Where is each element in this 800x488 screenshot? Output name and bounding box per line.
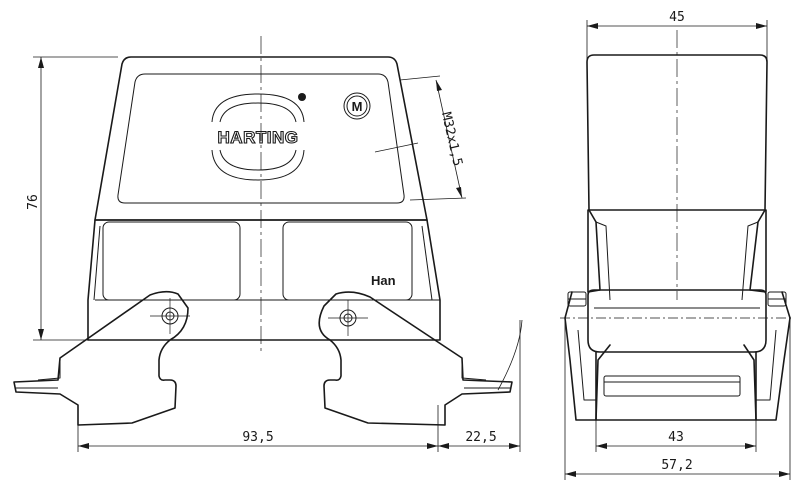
logo-lower-arc [211, 149, 305, 181]
left-lever [13, 290, 189, 426]
side-total-width-dim: 57,2 [661, 458, 692, 473]
type-mark: Han [371, 273, 396, 288]
housing-inner-line-right [421, 225, 433, 301]
logo-upper-arc [211, 93, 305, 123]
brand-text: HARTING [218, 128, 299, 147]
side-taper-inner-l [595, 221, 611, 301]
right-lever-inner [461, 358, 487, 381]
logo-lower-arc-inner [219, 149, 297, 171]
left-window [102, 221, 241, 301]
harting-logo: HARTING [211, 93, 306, 181]
side-top-width-dim: 45 [669, 10, 685, 25]
lever-extension-dim: 22,5 [465, 430, 496, 445]
thread-mark-text: M [352, 99, 363, 114]
side-lever-right [743, 291, 791, 421]
side-taper-inner-r [741, 221, 759, 301]
housing-inner-line [93, 225, 101, 301]
right-lever [318, 291, 513, 426]
side-flange [595, 351, 757, 421]
thread-dim: M32x1,5 [438, 111, 465, 168]
logo-upper-arc-inner [219, 102, 297, 123]
thread-dim-line [435, 79, 463, 199]
front-view: HARTING M Han [13, 36, 523, 426]
hood-outline [94, 56, 428, 221]
side-slot [603, 375, 741, 397]
side-lever-inner-l [577, 329, 596, 401]
logo-dot [298, 93, 306, 101]
side-dimensions: 45 43 57,2 [564, 10, 791, 480]
hood-inner-panel [117, 73, 405, 204]
lever-swing-arc [497, 319, 523, 391]
housing-body [87, 219, 441, 341]
front-dimensions: 76 M32x1,5 93,5 22,5 [26, 56, 521, 452]
width-dim: 93,5 [242, 430, 273, 445]
side-base-body [587, 289, 767, 353]
side-lever-inner-r [756, 329, 777, 401]
height-dim: 76 [26, 194, 41, 210]
side-base-width-dim: 43 [668, 430, 684, 445]
side-hood-outline [586, 54, 768, 211]
side-view [560, 30, 792, 421]
right-window [282, 221, 413, 301]
thread-mark-badge: M [343, 92, 371, 120]
side-taper [587, 209, 601, 293]
left-lever-inner [37, 358, 61, 381]
